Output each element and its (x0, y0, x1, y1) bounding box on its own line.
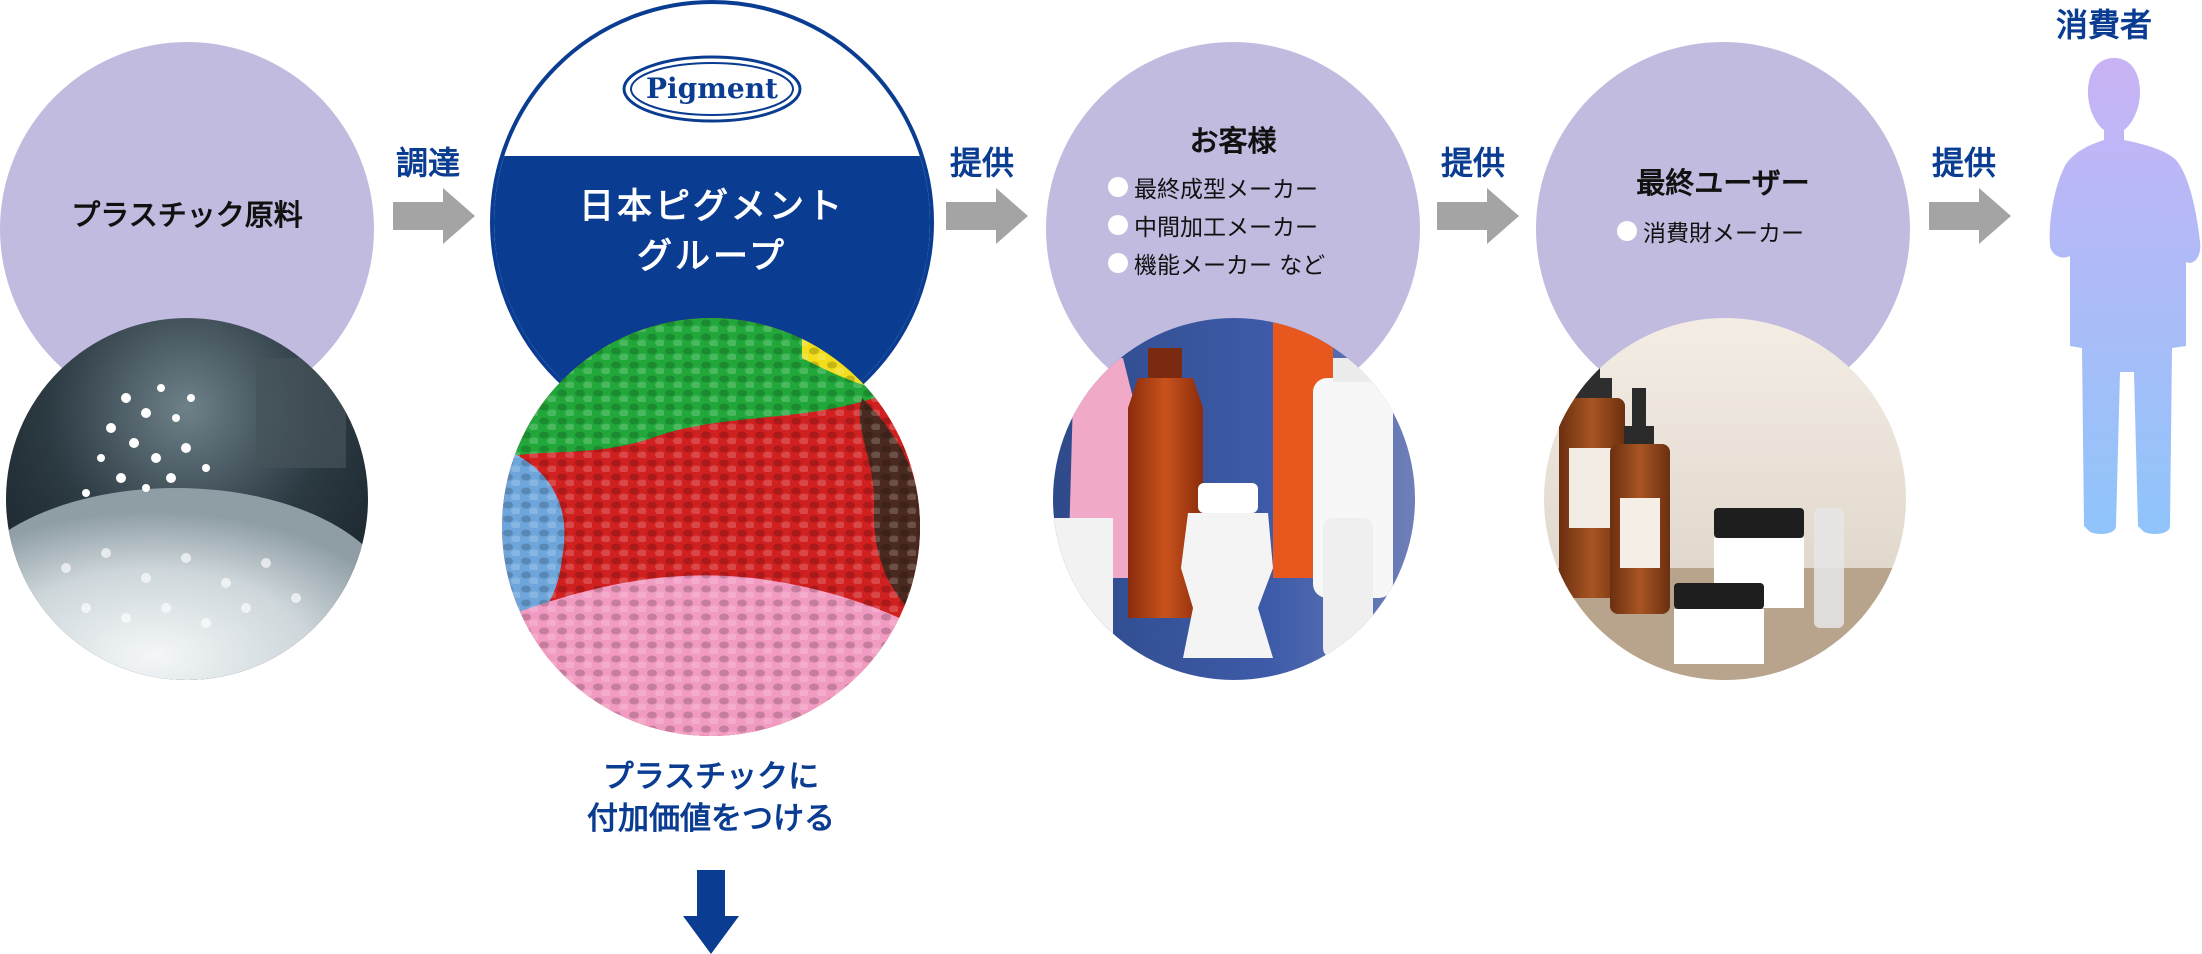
pigment-logo: Pigment (622, 54, 802, 124)
bullet-dot-icon (1617, 221, 1637, 241)
arrow-right-icon (946, 188, 1028, 244)
customer-bullet-text: 最終成型メーカー (1134, 177, 1318, 203)
list-item: 最終成型メーカー (1108, 168, 1325, 206)
plastic-pellets-photo (6, 318, 368, 680)
cosmetic-containers-photo (1544, 318, 1906, 680)
list-item: 中間加工メーカー (1108, 206, 1325, 244)
arrow-label-provide-1: 提供 (949, 144, 1014, 182)
plastic-bottles-photo (1053, 318, 1415, 680)
customer-bullet-text: 機能メーカー など (1134, 253, 1326, 279)
end-user-title: 最終ユーザー (1636, 166, 1810, 200)
raw-material-title: プラスチック原料 (71, 198, 303, 232)
pigment-logo-text: Pigment (645, 72, 778, 105)
arrow-label-procure: 調達 (395, 144, 460, 182)
arrow-down-icon (683, 870, 739, 954)
arrow-label-provide-3: 提供 (1931, 144, 1996, 182)
bullet-dot-icon (1108, 215, 1128, 235)
customer-bullet-list: 最終成型メーカー 中間加工メーカー 機能メーカー など (1108, 168, 1325, 282)
nihon-pigment-title: 日本ピグメント グループ (494, 182, 930, 282)
value-added-text: プラスチックに 付加価値をつける (511, 756, 911, 840)
consumer-person-icon (2026, 56, 2202, 542)
cosmetic-containers-image (1544, 318, 1906, 680)
list-item: 機能メーカー など (1108, 244, 1325, 282)
colored-pellets-image (502, 318, 920, 736)
arrow-right-icon (1929, 188, 2011, 244)
end-user-bullet-text: 消費財メーカー (1643, 221, 1804, 247)
bullet-dot-icon (1108, 177, 1128, 197)
consumer-label: 消費者 (2056, 6, 2153, 44)
end-user-bullet-list: 消費財メーカー (1617, 212, 1804, 250)
arrow-right-icon (393, 188, 475, 244)
nihon-pigment-title-line1: 日本ピグメント (578, 186, 845, 227)
plastic-pellets-image (6, 318, 368, 680)
list-item: 消費財メーカー (1617, 212, 1804, 250)
plastic-bottles-image (1053, 318, 1415, 680)
bullet-dot-icon (1108, 253, 1128, 273)
nihon-pigment-title-line2: グループ (637, 236, 787, 277)
arrow-right-icon (1437, 188, 1519, 244)
customer-title: お客様 (1189, 124, 1277, 158)
value-added-line1: プラスチックに (602, 759, 820, 795)
value-added-line2: 付加価値をつける (587, 801, 835, 837)
colored-masterbatch-pellets-photo (502, 318, 920, 736)
arrow-label-provide-2: 提供 (1440, 144, 1505, 182)
customer-bullet-text: 中間加工メーカー (1134, 215, 1318, 241)
